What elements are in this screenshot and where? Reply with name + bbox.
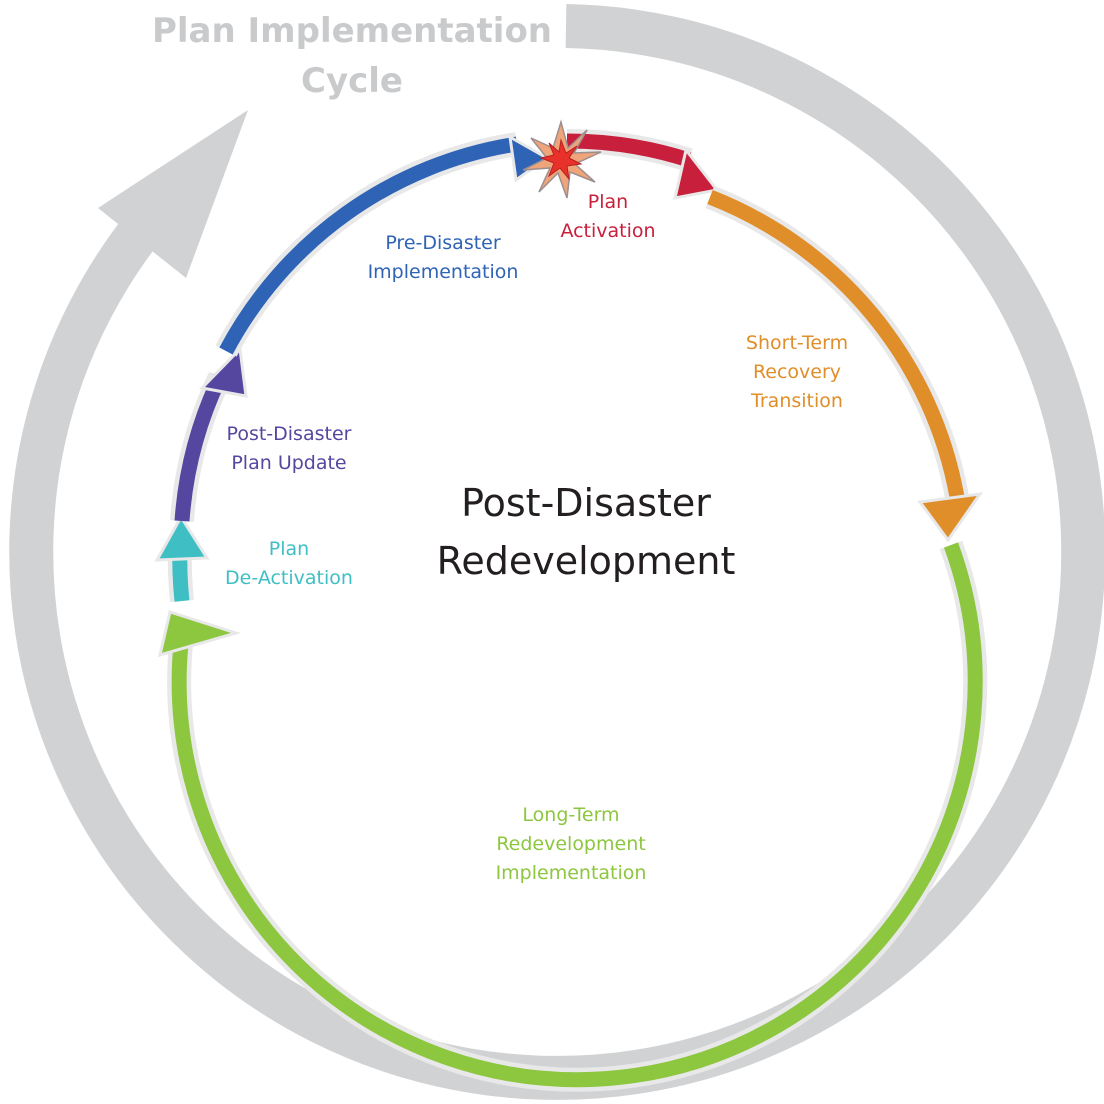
stage-label-short-term-recovery-transition: Short-Term Recovery Transition: [746, 329, 848, 416]
post-disaster-plan-update-arrowhead: [198, 345, 248, 398]
center-title-line: Redevelopment: [436, 539, 736, 583]
pre-disaster-implementation-arc-core: [219, 136, 519, 355]
stage-label-line: Pre-Disaster: [385, 232, 501, 254]
stage-label-line: Recovery: [752, 361, 842, 383]
stage-label-line: Redevelopment: [496, 833, 646, 855]
long-term-redevelopment-arc-core: [171, 542, 983, 1088]
outer-cycle-title-line: Plan Implementation: [151, 11, 553, 51]
center-title: Post-Disaster Redevelopment: [437, 474, 736, 590]
long-term-redevelopment-arrowhead: [157, 610, 242, 658]
stage-label-pre-disaster-implementation: Pre-Disaster Implementation: [368, 229, 519, 287]
stage-label-line: Activation: [560, 220, 656, 242]
outer-cycle-arrowhead: [98, 110, 248, 278]
outer-cycle-title-line: Cycle: [301, 61, 403, 101]
stage-label-line: Post-Disaster: [226, 423, 352, 445]
stage-label-long-term-redevelopment-implementation: Long-Term Redevelopment Implementation: [496, 801, 647, 888]
stage-label-line: Plan: [268, 538, 310, 560]
stage-label-line: Implementation: [367, 261, 519, 283]
stage-label-post-disaster-plan-update: Post-Disaster Plan Update: [227, 420, 352, 478]
stage-label-line: Implementation: [495, 862, 647, 884]
stage-label-line: Plan Update: [231, 452, 347, 474]
short-term-recovery-arc-core: [707, 190, 965, 499]
stage-label-plan-de-activation: Plan De-Activation: [225, 535, 353, 593]
stage-label-line: Transition: [751, 390, 843, 412]
stage-label-line: De-Activation: [225, 567, 353, 589]
center-title-line: Post-Disaster: [461, 481, 711, 525]
starburst-icon: [522, 119, 602, 199]
short-term-recovery-arrowhead: [917, 492, 984, 543]
inner-cycle: [154, 128, 988, 1092]
plan-de-activation-arrowhead: [154, 514, 210, 562]
plan-activation-arrowhead: [673, 146, 720, 200]
outer-cycle-title: Plan Implementation Cycle: [152, 6, 552, 106]
stage-label-line: Short-Term: [745, 332, 849, 354]
stage-label-line: Long-Term: [522, 804, 620, 826]
stage-label-plan-activation: Plan Activation: [560, 188, 655, 246]
stage-label-line: Plan: [587, 191, 629, 213]
